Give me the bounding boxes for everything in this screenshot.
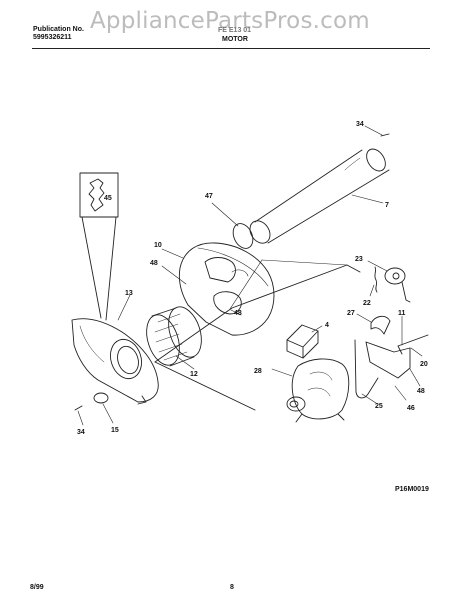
callout-48-housing: 48 (150, 260, 158, 267)
watermark: AppliancePartsPros.com (90, 8, 370, 34)
section-title: MOTOR (222, 36, 248, 43)
motor-base-plate (154, 259, 361, 411)
figure-id: P16M0019 (395, 486, 429, 493)
callout-20: 20 (420, 361, 428, 368)
callout-11: 11 (398, 310, 406, 317)
callout-34-lower: 34 (77, 429, 85, 436)
part-45-inset (79, 172, 119, 321)
callout-4: 4 (325, 322, 329, 329)
callout-12: 12 (190, 371, 198, 378)
callout-13: 13 (125, 290, 133, 297)
part-4-bracket (286, 324, 319, 359)
part-10-blower-housing (178, 242, 275, 336)
part-47-ring (232, 223, 254, 249)
publication-number: 5995326211 (33, 34, 72, 41)
callout-48-center: 48 (234, 310, 242, 317)
part-34-screw-top (380, 133, 390, 137)
header-rule (32, 48, 430, 49)
footer-date: 8/99 (30, 584, 44, 591)
callout-45: 45 (104, 195, 112, 202)
callout-22: 22 (363, 300, 371, 307)
part-28-motor (286, 358, 350, 423)
part-22-spring (374, 266, 378, 293)
callout-25: 25 (375, 403, 383, 410)
callout-34-top: 34 (356, 121, 364, 128)
callout-46: 46 (407, 405, 415, 412)
callout-labels: 34 47 7 10 48 13 45 23 22 27 11 48 4 20 … (77, 121, 429, 493)
callout-15: 15 (111, 427, 119, 434)
leader-lines (77, 125, 423, 426)
part-13-bulkhead (71, 318, 159, 405)
part-20-bolt (397, 334, 429, 355)
part-25-rod (354, 339, 379, 399)
part-27-arm (370, 315, 391, 335)
callout-47: 47 (205, 193, 213, 200)
model-number: FE E13 01 (218, 27, 252, 34)
part-11-bracket (365, 341, 411, 379)
part-34-screw-lower (74, 405, 83, 411)
part-23-idler (384, 267, 411, 303)
part-12-blower-wheel (146, 306, 202, 367)
callout-23: 23 (355, 256, 363, 263)
callout-10: 10 (154, 242, 162, 249)
callout-7: 7 (385, 202, 389, 209)
publication-label: Publication No. (33, 26, 84, 33)
footer-page-number: 8 (230, 584, 234, 591)
callout-27: 27 (347, 310, 355, 317)
callout-48-right: 48 (417, 388, 425, 395)
part-15-pulley (93, 392, 109, 404)
callout-28: 28 (254, 368, 262, 375)
part-7-duct (249, 148, 390, 244)
